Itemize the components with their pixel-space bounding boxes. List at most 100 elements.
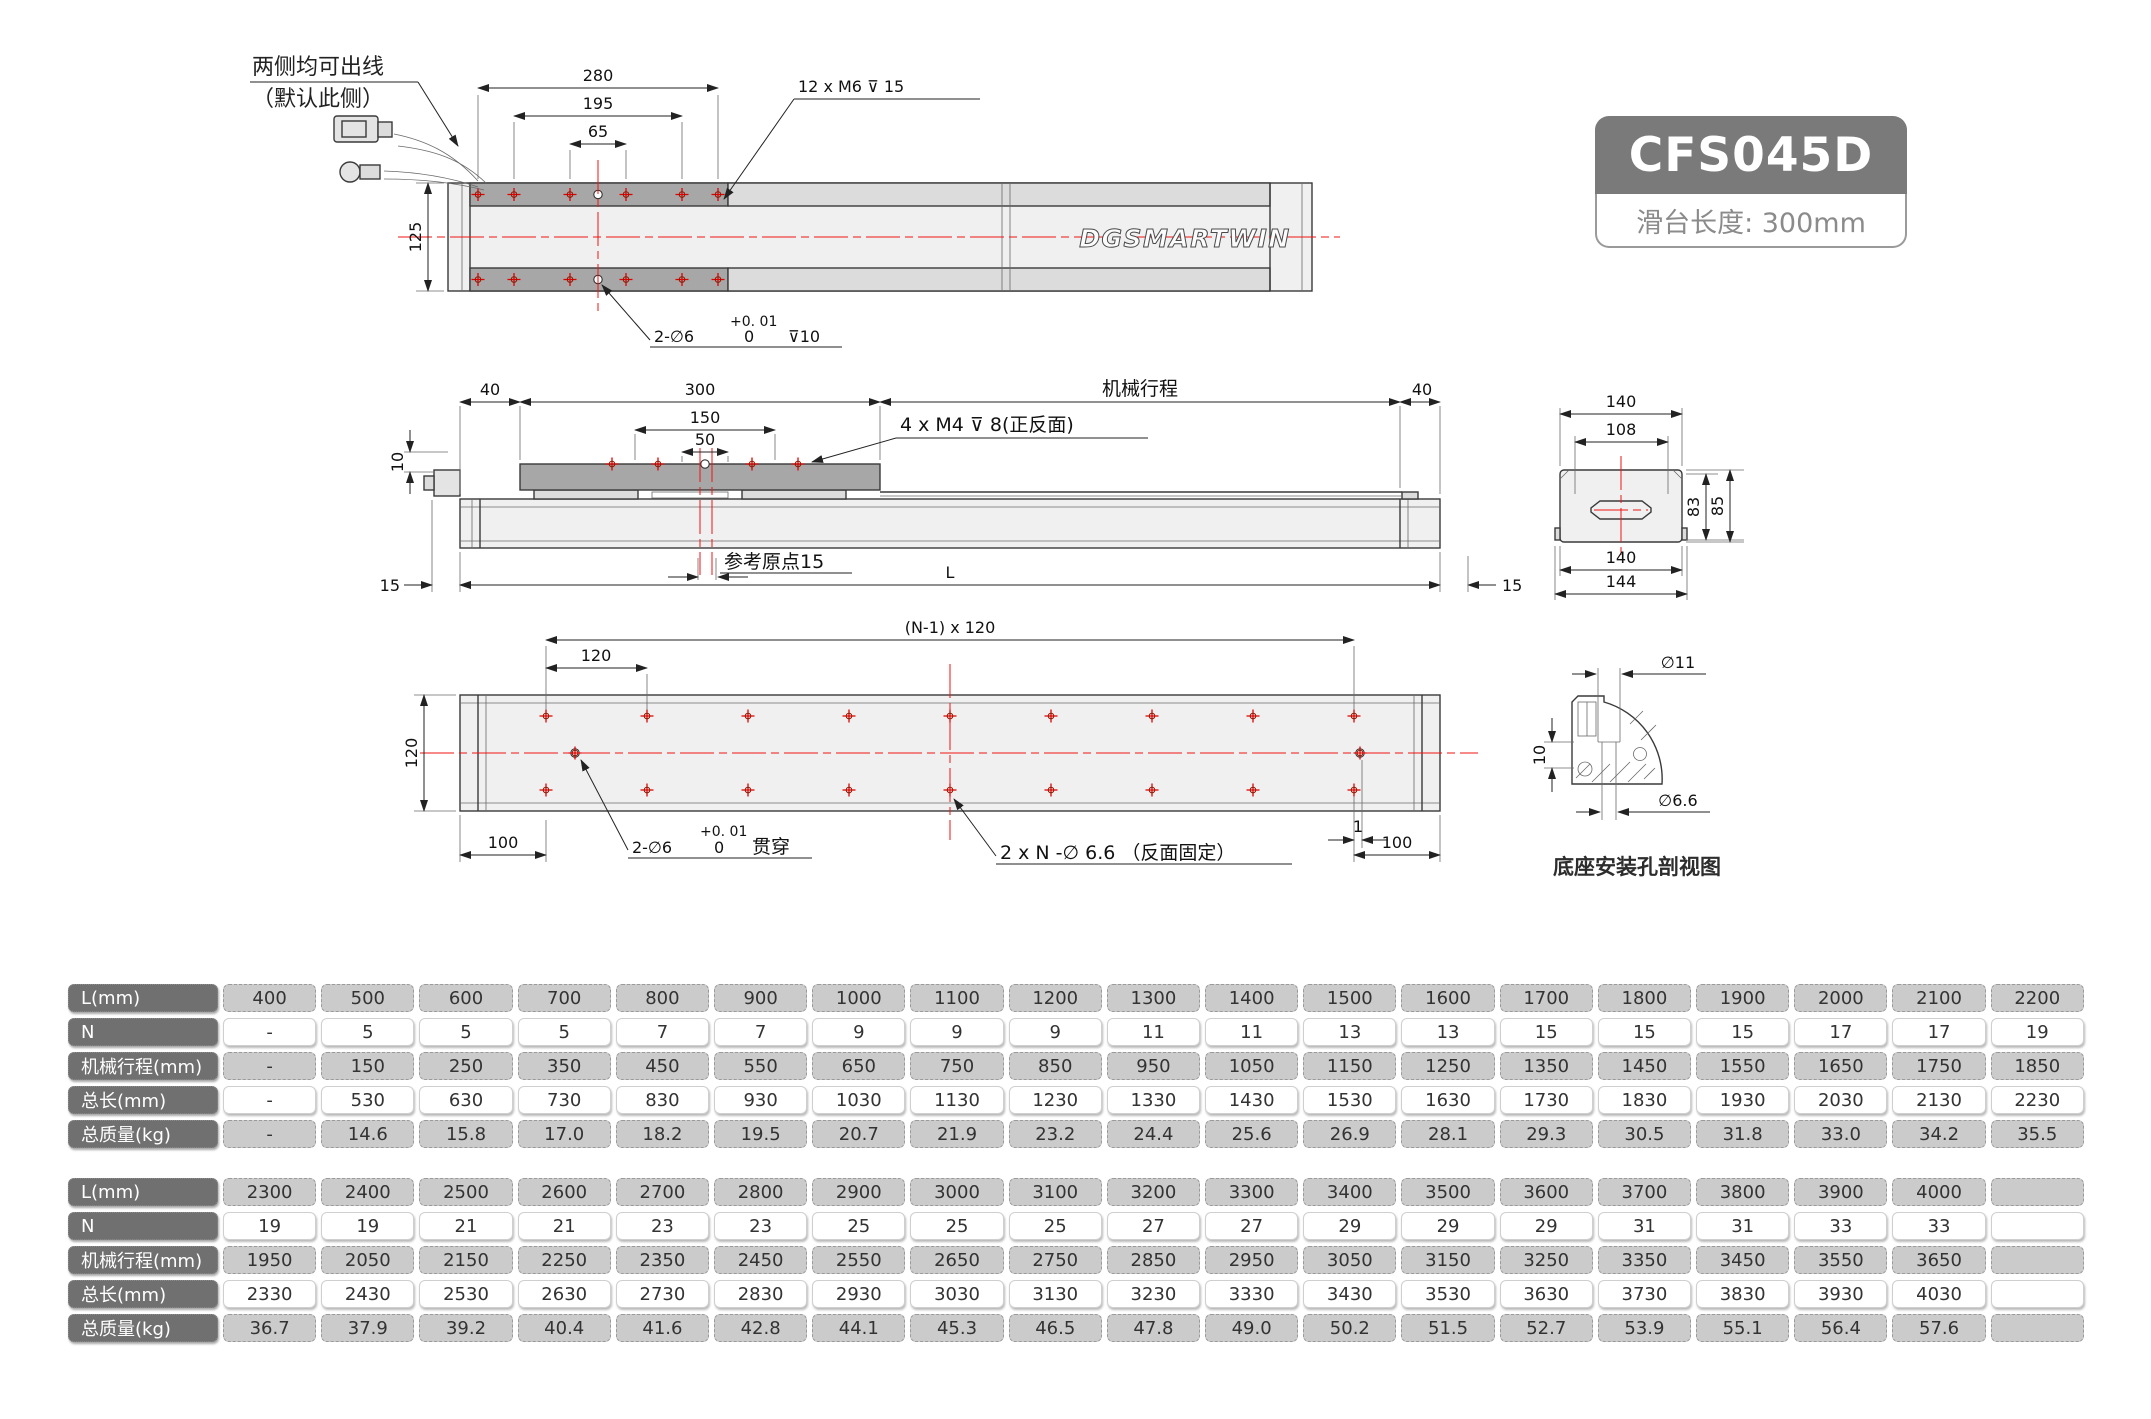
spec-cell: 25 [1008,1212,1102,1240]
spec-cell: 11 [1106,1018,1201,1046]
spec-cell: 33 [1892,1212,1986,1240]
spec-cell: 450 [615,1052,710,1080]
spec-cell: 29.3 [1499,1120,1593,1148]
spec-cell: 15 [1696,1018,1790,1046]
dim-15-left: 15 [380,576,400,595]
spec-cell: 3930 [1794,1280,1888,1308]
spec-cell: 15 [1499,1018,1593,1046]
spec-cell: 50.2 [1303,1314,1397,1342]
label-ref-origin: 参考原点15 [724,551,824,573]
dim-65: 65 [588,122,608,141]
spec-cell: 900 [714,984,808,1012]
spec-cell: 19 [1990,1018,2084,1046]
top-view: DGSMARTWIN 280 195 65 125 12 x M6 ⊽ 15 2… [250,55,1340,348]
spec-row-header: 总长(mm) [68,1280,218,1308]
spec-cell: 3530 [1401,1280,1495,1308]
dim-40-left: 40 [480,380,500,399]
spec-cell: 800 [615,984,710,1012]
spec-cell: 30.5 [1597,1120,1692,1148]
spec-cell: 1500 [1303,984,1397,1012]
spec-cell: 28.1 [1401,1120,1495,1148]
section-caption: 底座安装孔剖视图 [1553,855,1721,879]
spec-cell: 56.4 [1794,1314,1888,1342]
dim-d11: ∅11 [1661,653,1695,672]
dim-40-right: 40 [1412,380,1432,399]
spec-cell: 2950 [1205,1246,1299,1274]
spec-cell: 14.6 [321,1120,415,1148]
spec-cell: 29 [1303,1212,1397,1240]
spec-cell: 15 [1597,1018,1692,1046]
slider-length-label: 滑台长度: 300mm [1595,194,1907,248]
spec-cell: 23 [714,1212,808,1240]
spec-row-header: L(mm) [68,1178,218,1206]
spec-cell: 1230 [1008,1086,1102,1114]
spec-cell: 2130 [1892,1086,1986,1114]
spec-cell: 700 [517,984,611,1012]
spec-cell: 3900 [1794,1178,1888,1206]
spec-cell: 3050 [1303,1246,1397,1274]
spec-cell: 4000 [1892,1178,1986,1206]
dim-300: 300 [685,380,716,399]
spec-cell: 2330 [223,1280,317,1308]
spec-cell: 1450 [1597,1052,1692,1080]
model-card: CFS045D 滑台长度: 300mm [1595,116,1907,248]
spec-cell: 4030 [1892,1280,1986,1308]
motor-stub [433,469,461,497]
spec-cell: - [223,1018,317,1046]
spec-cell: 3230 [1106,1280,1201,1308]
spec-cell: 18.2 [615,1120,710,1148]
spec-cell: 2730 [615,1280,710,1308]
spec-cell: 850 [1008,1052,1102,1080]
spec-cell: 13 [1401,1018,1495,1046]
spec-cell: 3650 [1892,1246,1986,1274]
spec-cell: 1100 [910,984,1004,1012]
dim-100-right: 100 [1382,833,1413,852]
cable-connectors [333,115,487,191]
dim-140-top: 140 [1606,392,1637,411]
dim-1: 1 [1353,817,1363,836]
spec-cell: 1600 [1401,984,1495,1012]
spec-cell: 1400 [1205,984,1299,1012]
callout-pin-hole: 2-∅6 [654,327,694,346]
spec-cell: 39.2 [419,1314,513,1342]
spec-cell: 3200 [1106,1178,1201,1206]
spec-cell: 1700 [1499,984,1593,1012]
spec-cell: 1800 [1597,984,1692,1012]
spec-cell: 33 [1794,1212,1888,1240]
label-mechanical-stroke: 机械行程 [1102,378,1178,400]
spec-cell: 500 [321,984,415,1012]
dim-144: 144 [1606,572,1637,591]
spec-cell: 3350 [1597,1246,1692,1274]
spec-cell: 2600 [517,1178,611,1206]
cable-note-line1: 两侧均可出线 [252,55,384,80]
spec-cell: 52.7 [1499,1314,1593,1342]
spec-cell: 44.1 [812,1314,906,1342]
spec-cell: 21 [419,1212,513,1240]
spec-cell: 25.6 [1205,1120,1299,1148]
brand-logo: DGSMARTWIN [1079,224,1290,253]
spec-cell: 1750 [1892,1052,1986,1080]
spec-cell: 730 [517,1086,611,1114]
spec-cell: 2800 [714,1178,808,1206]
spec-cell: 250 [419,1052,513,1080]
dim-150: 150 [690,408,721,427]
spec-cell: 3130 [1008,1280,1102,1308]
spec-cell: 3830 [1696,1280,1790,1308]
spec-cell: 27 [1205,1212,1299,1240]
spec-cell: 1830 [1597,1086,1692,1114]
dim-83: 83 [1684,497,1703,517]
spec-cell: 1050 [1205,1052,1299,1080]
spec-cell: 46.5 [1008,1314,1102,1342]
dim-120-side: 120 [402,738,421,769]
spec-cell: 550 [714,1052,808,1080]
spec-cell: 3450 [1696,1246,1790,1274]
spec-cell: 7 [714,1018,808,1046]
spec-cell: 31 [1597,1212,1692,1240]
spec-cell: 2650 [910,1246,1004,1274]
spec-cell: 42.8 [714,1314,808,1342]
spec-cell: 15.8 [419,1120,513,1148]
spec-row-header: 机械行程(mm) [68,1246,218,1274]
